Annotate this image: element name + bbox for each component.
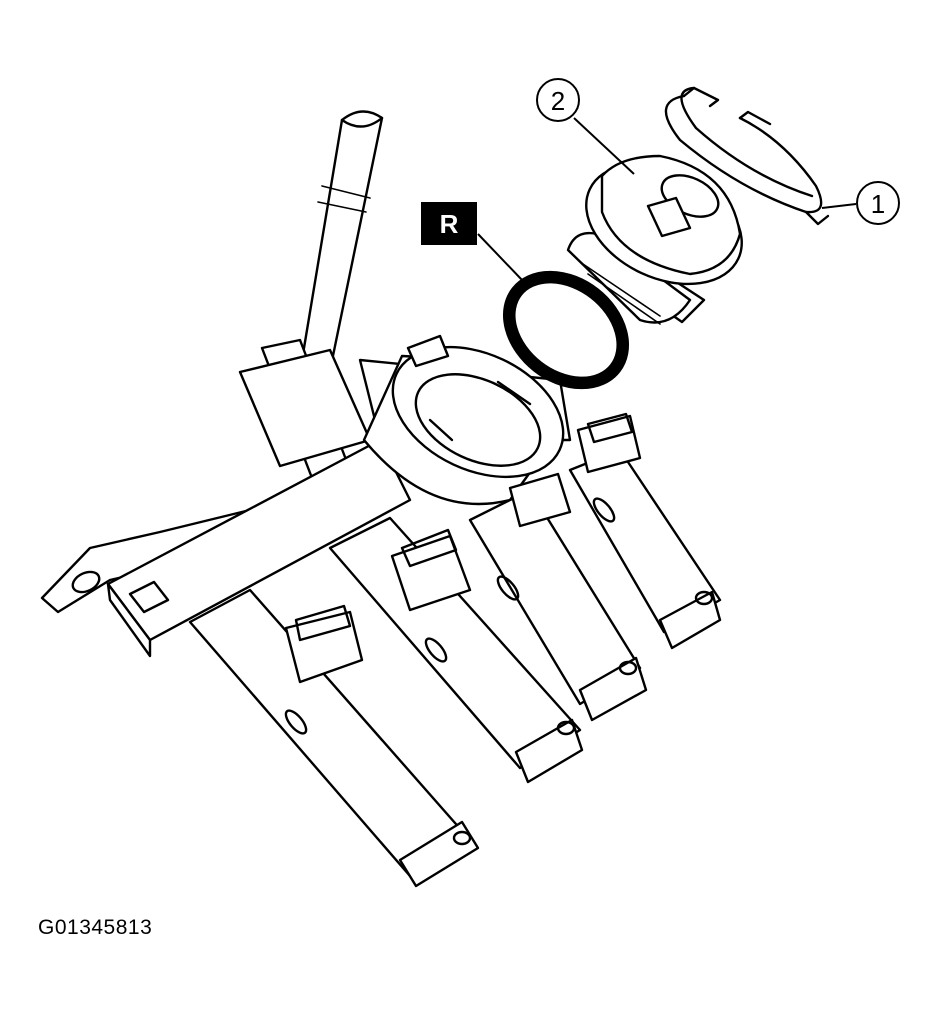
callout-1-label: 1 bbox=[871, 189, 885, 219]
figure-id: G01345813 bbox=[38, 916, 153, 939]
o-ring bbox=[502, 270, 630, 390]
injector-4 bbox=[568, 412, 722, 650]
damper-housing bbox=[362, 334, 565, 506]
retaining-clip bbox=[664, 86, 830, 226]
callout-replace: R bbox=[421, 202, 523, 281]
injector-1 bbox=[188, 588, 480, 888]
callout-1: 1 bbox=[821, 181, 900, 225]
callout-2-label: 2 bbox=[551, 86, 565, 116]
fuel-supply-pipe bbox=[238, 110, 384, 480]
damper-plug bbox=[566, 154, 743, 325]
injector-3 bbox=[468, 472, 648, 722]
callout-2: 2 bbox=[536, 78, 635, 175]
injector-2 bbox=[328, 516, 584, 784]
replace-badge-label: R bbox=[440, 209, 459, 239]
